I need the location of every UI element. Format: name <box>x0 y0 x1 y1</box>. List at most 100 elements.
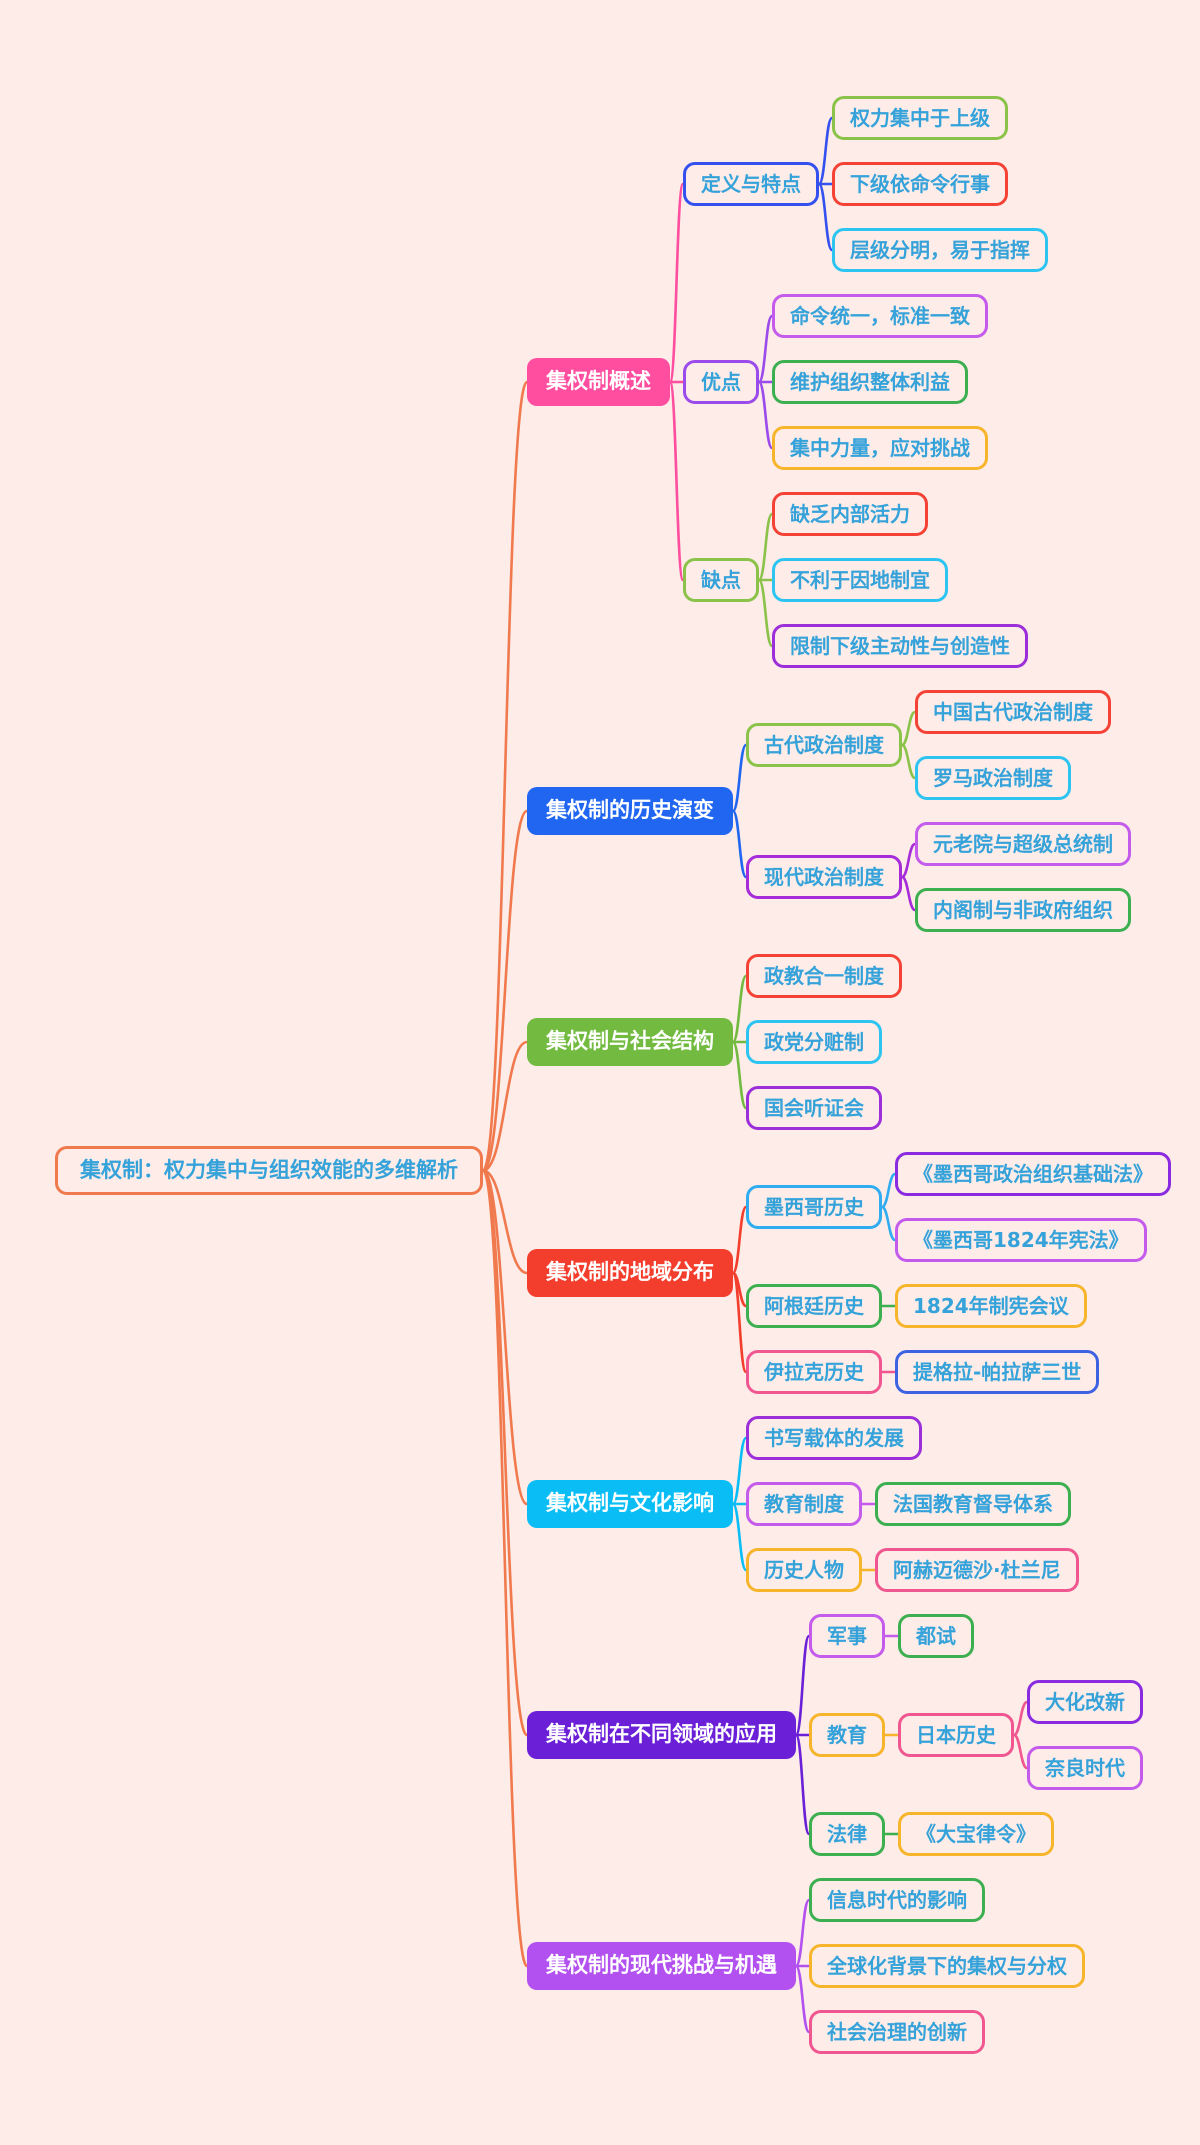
subtree-row: 历史人物阿赫迈德沙·杜兰尼 <box>746 1548 1079 1592</box>
topic-branches-1-children-1-children-1[interactable]: 内阁制与非政府组织 <box>915 888 1131 932</box>
topic-branches-2[interactable]: 集权制与社会结构 <box>527 1018 733 1066</box>
topic-branches-1-children-1[interactable]: 现代政治制度 <box>746 855 902 899</box>
edge-line <box>481 1169 529 1506</box>
topic-branches-0-children-0-children-1[interactable]: 下级依命令行事 <box>832 162 1008 206</box>
subtree-row: 政教合一制度 <box>746 954 902 998</box>
topic-branches-0-children-1-children-0[interactable]: 命令统一，标准一致 <box>772 294 988 338</box>
children-group: 阿赫迈德沙·杜兰尼 <box>875 1548 1079 1592</box>
subtree-row: 墨西哥历史《墨西哥政治组织基础法》《墨西哥1824年宪法》 <box>746 1152 1171 1262</box>
children-group: 政教合一制度政党分赃制国会听证会 <box>746 954 902 1130</box>
topic-branches-0-children-0-children-0[interactable]: 权力集中于上级 <box>832 96 1008 140</box>
subtree-row: 军事都试 <box>809 1614 1143 1658</box>
subtree-row: 集权制概述 定义与特点权力集中于上级下级依命令行事层级分明，易于指挥优点命令统一，… <box>527 96 1171 668</box>
subtree-row: 阿根廷历史 1824年制宪会议 <box>746 1284 1171 1328</box>
topic-branches-0-children-0-children-2[interactable]: 层级分明，易于指挥 <box>832 228 1048 272</box>
topic-branches-5-children-1-children-0-children-1[interactable]: 奈良时代 <box>1027 1746 1143 1790</box>
topic-branches-0-children-2-children-1[interactable]: 不利于因地制宜 <box>772 558 948 602</box>
topic-branches-4-children-2-children-0[interactable]: 阿赫迈德沙·杜兰尼 <box>875 1548 1079 1592</box>
topic-branches-4-children-2[interactable]: 历史人物 <box>746 1548 862 1592</box>
topic-branches-5[interactable]: 集权制在不同领域的应用 <box>527 1711 796 1759</box>
topic-branches-2-children-1[interactable]: 政党分赃制 <box>746 1020 882 1064</box>
topic-branches-0-children-0[interactable]: 定义与特点 <box>683 162 819 206</box>
topic-branches-3[interactable]: 集权制的地域分布 <box>527 1249 733 1297</box>
children-group: 元老院与超级总统制内阁制与非政府组织 <box>915 822 1131 932</box>
topic-branches-0-children-2-children-2[interactable]: 限制下级主动性与创造性 <box>772 624 1028 668</box>
subtree-row: 集权制的现代挑战与机遇信息时代的影响全球化背景下的集权与分权社会治理的创新 <box>527 1878 1171 2054</box>
children-group: 书写载体的发展教育制度法国教育督导体系历史人物阿赫迈德沙·杜兰尼 <box>746 1416 1079 1592</box>
subtree-row: 法国教育督导体系 <box>875 1482 1071 1526</box>
topic-branches-1-children-0-children-0[interactable]: 中国古代政治制度 <box>915 690 1111 734</box>
topic-branches-1[interactable]: 集权制的历史演变 <box>527 787 733 835</box>
topic-branches-5-children-0[interactable]: 军事 <box>809 1614 885 1658</box>
topic-branches-3-children-2-children-0[interactable]: 提格拉-帕拉萨三世 <box>895 1350 1100 1394</box>
topic-branches-0[interactable]: 集权制概述 <box>527 358 670 406</box>
topic-branches-2-children-2[interactable]: 国会听证会 <box>746 1086 882 1130</box>
subtree-row: 国会听证会 <box>746 1086 902 1130</box>
edge-line <box>481 1169 529 1737</box>
topic-branches-0-children-2[interactable]: 缺点 <box>683 558 759 602</box>
children-group: 信息时代的影响全球化背景下的集权与分权社会治理的创新 <box>809 1878 1085 2054</box>
subtree-row: 奈良时代 <box>1027 1746 1143 1790</box>
topic-branches-5-children-2[interactable]: 法律 <box>809 1812 885 1856</box>
subtree-row: 《墨西哥政治组织基础法》 <box>895 1152 1171 1196</box>
edge-line <box>481 809 529 1172</box>
subtree-row: 古代政治制度中国古代政治制度罗马政治制度 <box>746 690 1131 800</box>
children-group: 日本历史大化改新奈良时代 <box>898 1680 1143 1790</box>
children-group: 都试 <box>898 1614 974 1658</box>
topic-branches-3-children-1[interactable]: 阿根廷历史 <box>746 1284 882 1328</box>
subtree-row: 全球化背景下的集权与分权 <box>809 1944 1085 1988</box>
topic-branches-1-children-0-children-1[interactable]: 罗马政治制度 <box>915 756 1071 800</box>
topic-branches-6-children-0[interactable]: 信息时代的影响 <box>809 1878 985 1922</box>
topic-branches-5-children-2-children-0[interactable]: 《大宝律令》 <box>898 1812 1054 1856</box>
topic-branches-0-children-2-children-0[interactable]: 缺乏内部活力 <box>772 492 928 536</box>
topic-branches-4[interactable]: 集权制与文化影响 <box>527 1480 733 1528</box>
topic-branches-3-children-0[interactable]: 墨西哥历史 <box>746 1185 882 1229</box>
subtree-row: 日本历史大化改新奈良时代 <box>898 1680 1143 1790</box>
edge-line <box>481 1169 529 1275</box>
topic-branches-4-children-1[interactable]: 教育制度 <box>746 1482 862 1526</box>
subtree-row: 阿赫迈德沙·杜兰尼 <box>875 1548 1079 1592</box>
topic-branches-3-children-1-children-0[interactable]: 1824年制宪会议 <box>895 1284 1087 1328</box>
root-topic[interactable]: 集权制：权力集中与组织效能的多维解析 <box>55 1146 483 1196</box>
topic-branches-0-children-1[interactable]: 优点 <box>683 360 759 404</box>
topic-branches-1-children-1-children-0[interactable]: 元老院与超级总统制 <box>915 822 1131 866</box>
subtree-row: 缺乏内部活力 <box>772 492 1028 536</box>
children-group: 命令统一，标准一致维护组织整体利益集中力量，应对挑战 <box>772 294 988 470</box>
topic-branches-3-children-2[interactable]: 伊拉克历史 <box>746 1350 882 1394</box>
edge-line <box>481 380 529 1172</box>
subtree-row: 政党分赃制 <box>746 1020 902 1064</box>
topic-branches-5-children-1[interactable]: 教育 <box>809 1713 885 1757</box>
subtree-row: 维护组织整体利益 <box>772 360 988 404</box>
topic-branches-4-children-0[interactable]: 书写载体的发展 <box>746 1416 922 1460</box>
subtree-row: 大化改新 <box>1027 1680 1143 1724</box>
children-group: 《大宝律令》 <box>898 1812 1054 1856</box>
topic-branches-0-children-1-children-1[interactable]: 维护组织整体利益 <box>772 360 968 404</box>
topic-branches-6-children-2[interactable]: 社会治理的创新 <box>809 2010 985 2054</box>
topic-branches-3-children-0-children-1[interactable]: 《墨西哥1824年宪法》 <box>895 1218 1147 1262</box>
subtree-row: 命令统一，标准一致 <box>772 294 988 338</box>
subtree-row: 元老院与超级总统制 <box>915 822 1131 866</box>
subtree-row: 集权制与文化影响书写载体的发展教育制度法国教育督导体系历史人物阿赫迈德沙·杜兰尼 <box>527 1416 1171 1592</box>
topic-branches-0-children-1-children-2[interactable]: 集中力量，应对挑战 <box>772 426 988 470</box>
subtree-row: 信息时代的影响 <box>809 1878 1085 1922</box>
topic-branches-3-children-0-children-0[interactable]: 《墨西哥政治组织基础法》 <box>895 1152 1171 1196</box>
children-group: 军事都试教育日本历史大化改新奈良时代法律《大宝律令》 <box>809 1614 1143 1856</box>
topic-branches-1-children-0[interactable]: 古代政治制度 <box>746 723 902 767</box>
topic-branches-6-children-1[interactable]: 全球化背景下的集权与分权 <box>809 1944 1085 1988</box>
subtree-row: 权力集中于上级 <box>832 96 1048 140</box>
subtree-row: 层级分明，易于指挥 <box>832 228 1048 272</box>
subtree-row: 伊拉克历史提格拉-帕拉萨三世 <box>746 1350 1171 1394</box>
subtree-row: 内阁制与非政府组织 <box>915 888 1131 932</box>
subtree-row: 《大宝律令》 <box>898 1812 1054 1856</box>
subtree-row: 限制下级主动性与创造性 <box>772 624 1028 668</box>
topic-branches-2-children-0[interactable]: 政教合一制度 <box>746 954 902 998</box>
topic-branches-5-children-1-children-0-children-0[interactable]: 大化改新 <box>1027 1680 1143 1724</box>
topic-branches-4-children-1-children-0[interactable]: 法国教育督导体系 <box>875 1482 1071 1526</box>
children-group: 古代政治制度中国古代政治制度罗马政治制度现代政治制度元老院与超级总统制内阁制与非… <box>746 690 1131 932</box>
topic-branches-5-children-0-children-0[interactable]: 都试 <box>898 1614 974 1658</box>
topic-branches-5-children-1-children-0[interactable]: 日本历史 <box>898 1713 1014 1757</box>
topic-branches-6[interactable]: 集权制的现代挑战与机遇 <box>527 1942 796 1990</box>
subtree-row: 教育制度法国教育督导体系 <box>746 1482 1079 1526</box>
children-group: 缺乏内部活力不利于因地制宜限制下级主动性与创造性 <box>772 492 1028 668</box>
